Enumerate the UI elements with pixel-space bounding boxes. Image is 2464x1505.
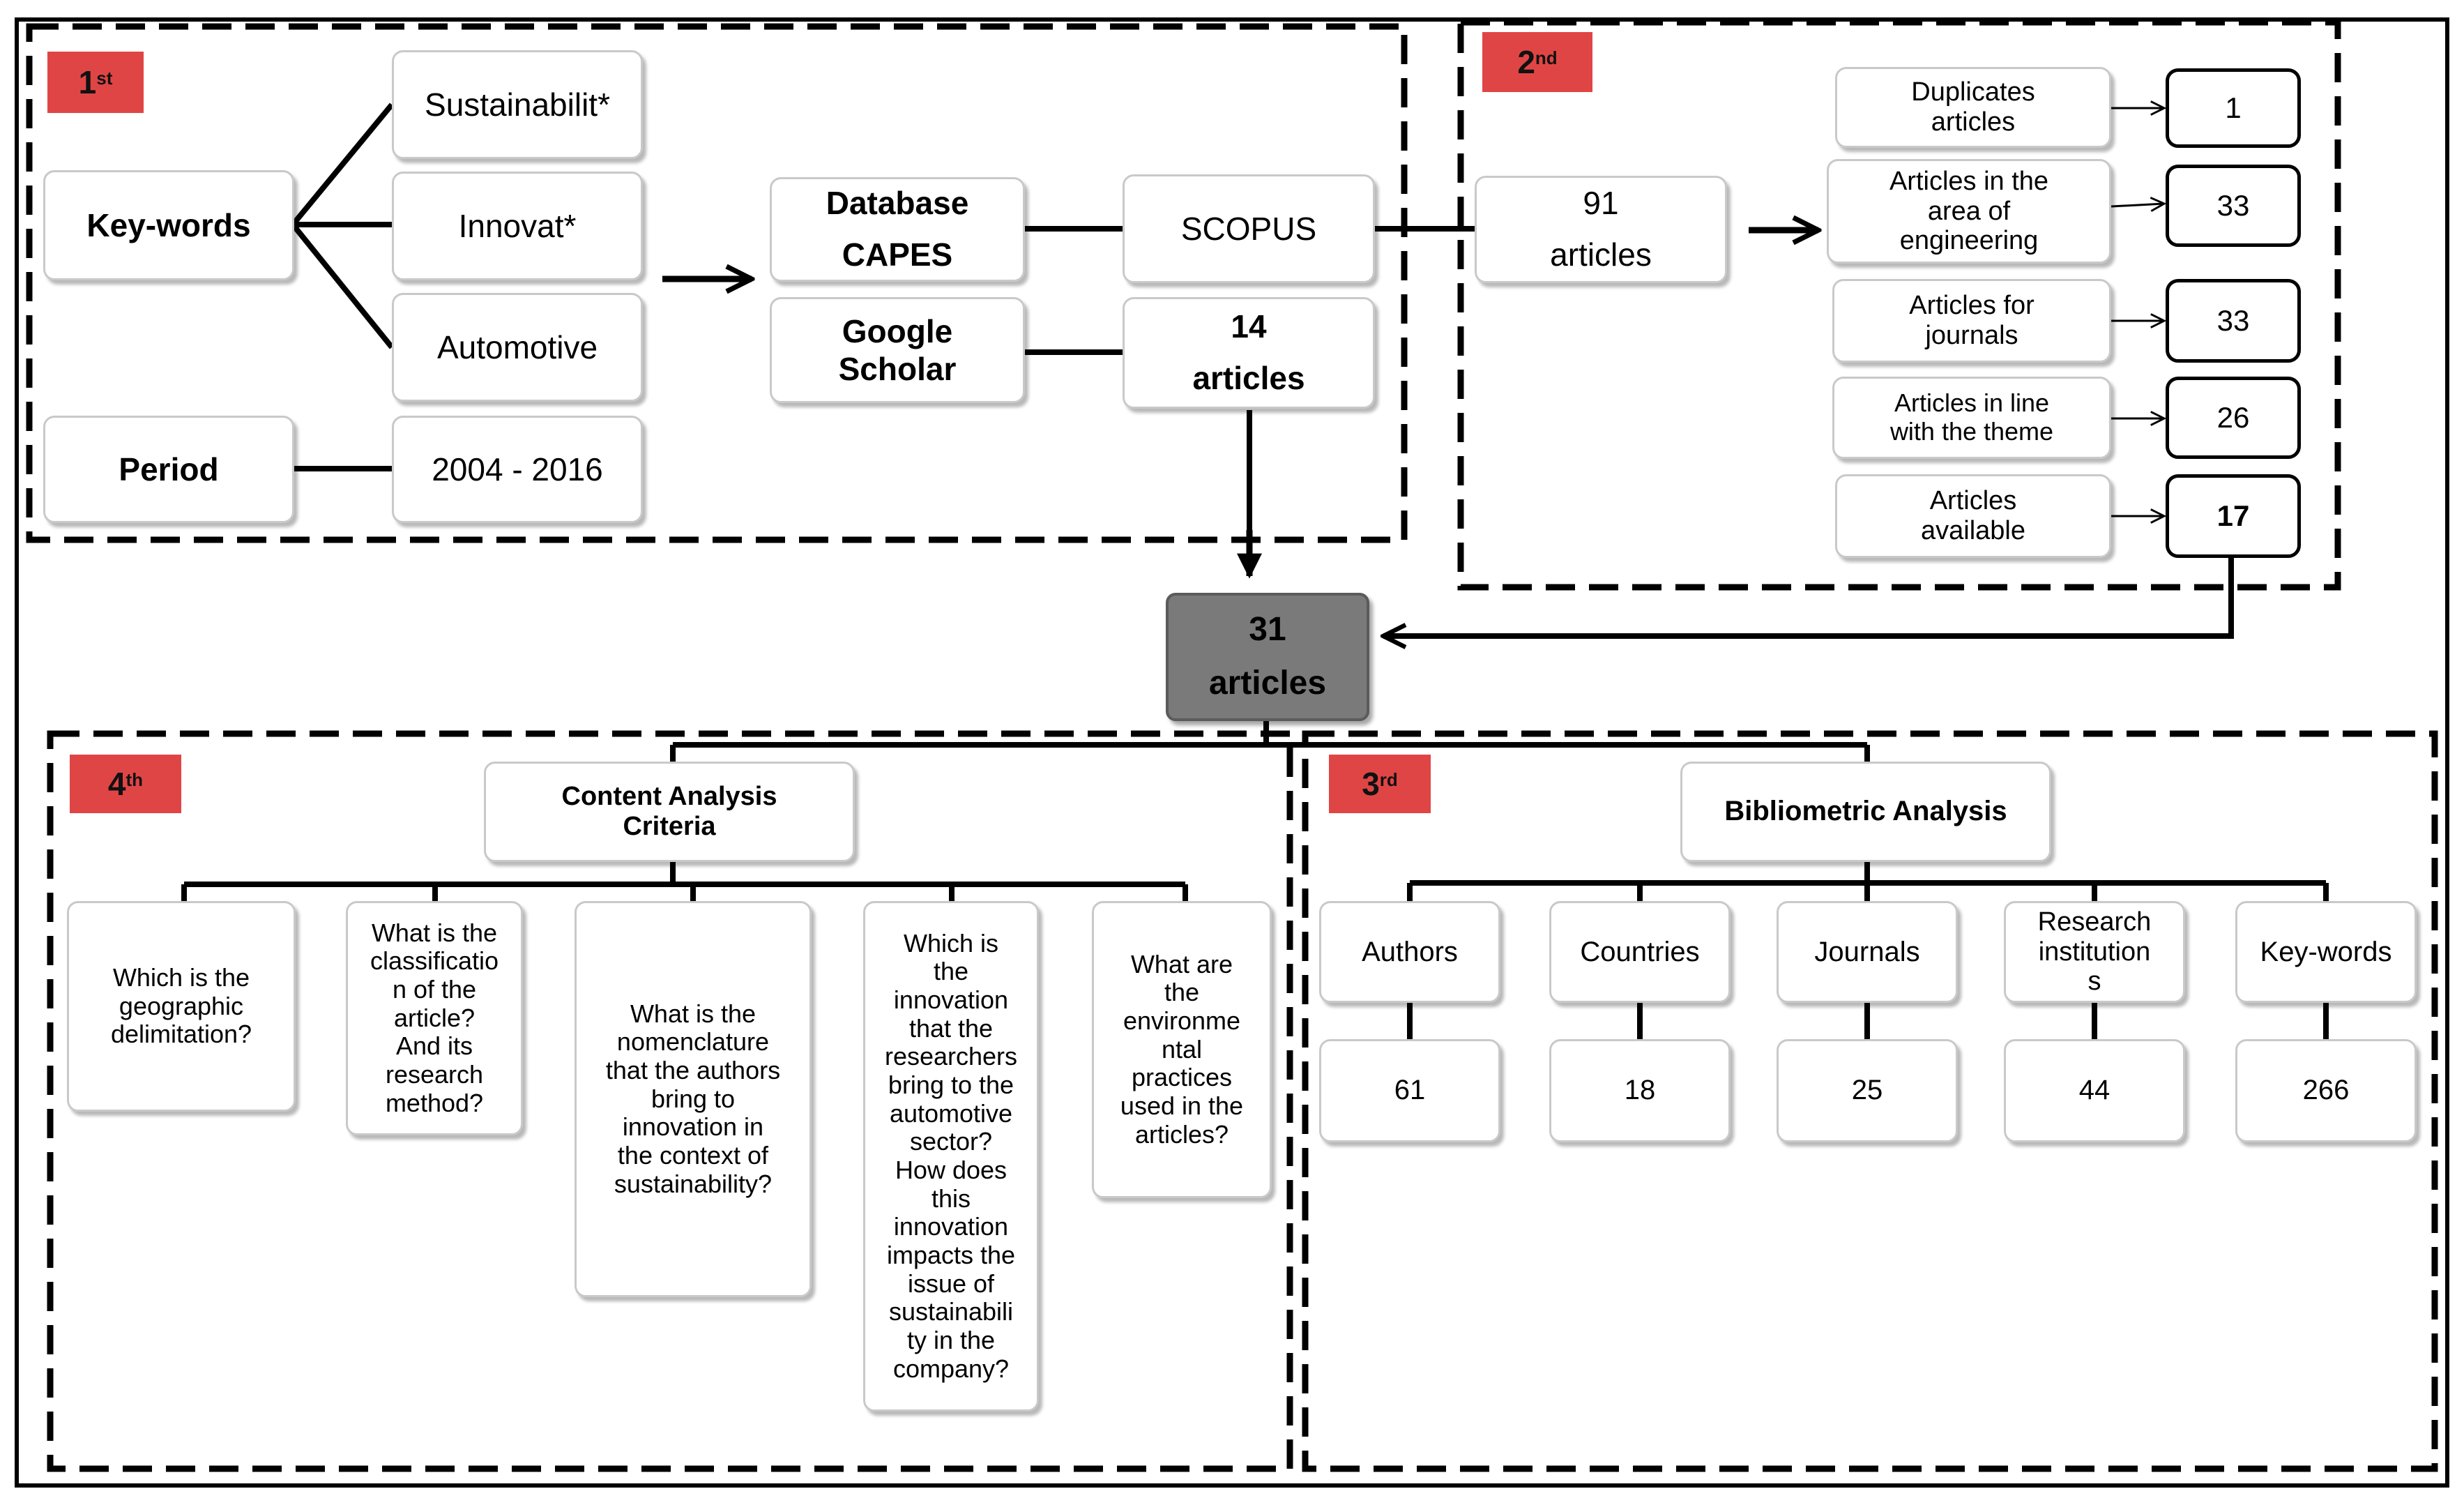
google-result-box: 14 articles — [1123, 297, 1375, 409]
stage3-region — [1302, 730, 2438, 1472]
google-scholar-box: Google Scholar — [770, 297, 1025, 403]
bibliometric-category-box: Countries — [1549, 901, 1731, 1003]
filter-label-box: Articles available — [1835, 474, 2111, 558]
bibliometric-count-box: 25 — [1777, 1039, 1958, 1142]
content-analysis-title-box: Content Analysis Criteria — [484, 762, 855, 862]
question-box: What is the nomenclature that the author… — [575, 901, 812, 1297]
filter-value-box: 17 — [2166, 474, 2301, 558]
scopus-box: SCOPUS — [1123, 174, 1375, 283]
bibliometric-category-box: Journals — [1777, 901, 1958, 1003]
keywords-label-box: Key-words — [43, 170, 294, 280]
period-label-box: Period — [43, 416, 294, 523]
filter-value-box: 33 — [2166, 279, 2301, 363]
bibliometric-category-box: Authors — [1319, 901, 1500, 1003]
keyword-term-box: Sustainabilit* — [392, 50, 643, 159]
outer-frame — [15, 17, 2449, 1488]
bibliometric-count-box: 266 — [2235, 1039, 2417, 1142]
bibliometric-category-box: Research institution s — [2004, 901, 2185, 1003]
bibliometric-count-box: 44 — [2004, 1039, 2185, 1142]
keyword-term-box: Automotive — [392, 293, 643, 402]
bibliometric-count-box: 18 — [1549, 1039, 1731, 1142]
period-value-box: 2004 - 2016 — [392, 416, 643, 523]
question-box: What is the classificatio n of the artic… — [346, 901, 523, 1135]
filter-value-box: 26 — [2166, 377, 2301, 459]
filter-value-box: 1 — [2166, 68, 2301, 148]
filter-label-box: Duplicates articles — [1835, 67, 2111, 148]
filter-label-box: Articles in line with the theme — [1832, 377, 2111, 459]
bibliometric-category-box: Key-words — [2235, 901, 2417, 1003]
filter-value-box: 33 — [2166, 165, 2301, 247]
stage4-region — [47, 730, 1293, 1472]
question-box: Which is the geographic delimitation? — [67, 901, 296, 1112]
scopus-result-box: 91 articles — [1475, 176, 1727, 283]
filter-label-box: Articles for journals — [1832, 279, 2111, 363]
keyword-term-box: Innovat* — [392, 172, 643, 280]
stage1-region — [26, 23, 1408, 543]
total-articles-box: 31 articles — [1166, 593, 1369, 721]
question-box: Which is the innovation that the researc… — [863, 901, 1039, 1412]
bibliometric-count-box: 61 — [1319, 1039, 1500, 1142]
bibliometric-title-box: Bibliometric Analysis — [1680, 762, 2051, 862]
question-box: What are the environme ntal practices us… — [1092, 901, 1272, 1198]
filter-label-box: Articles in the area of engineering — [1827, 159, 2111, 264]
stage2-region — [1457, 19, 2341, 591]
database-capes-box: Database CAPES — [770, 177, 1025, 282]
